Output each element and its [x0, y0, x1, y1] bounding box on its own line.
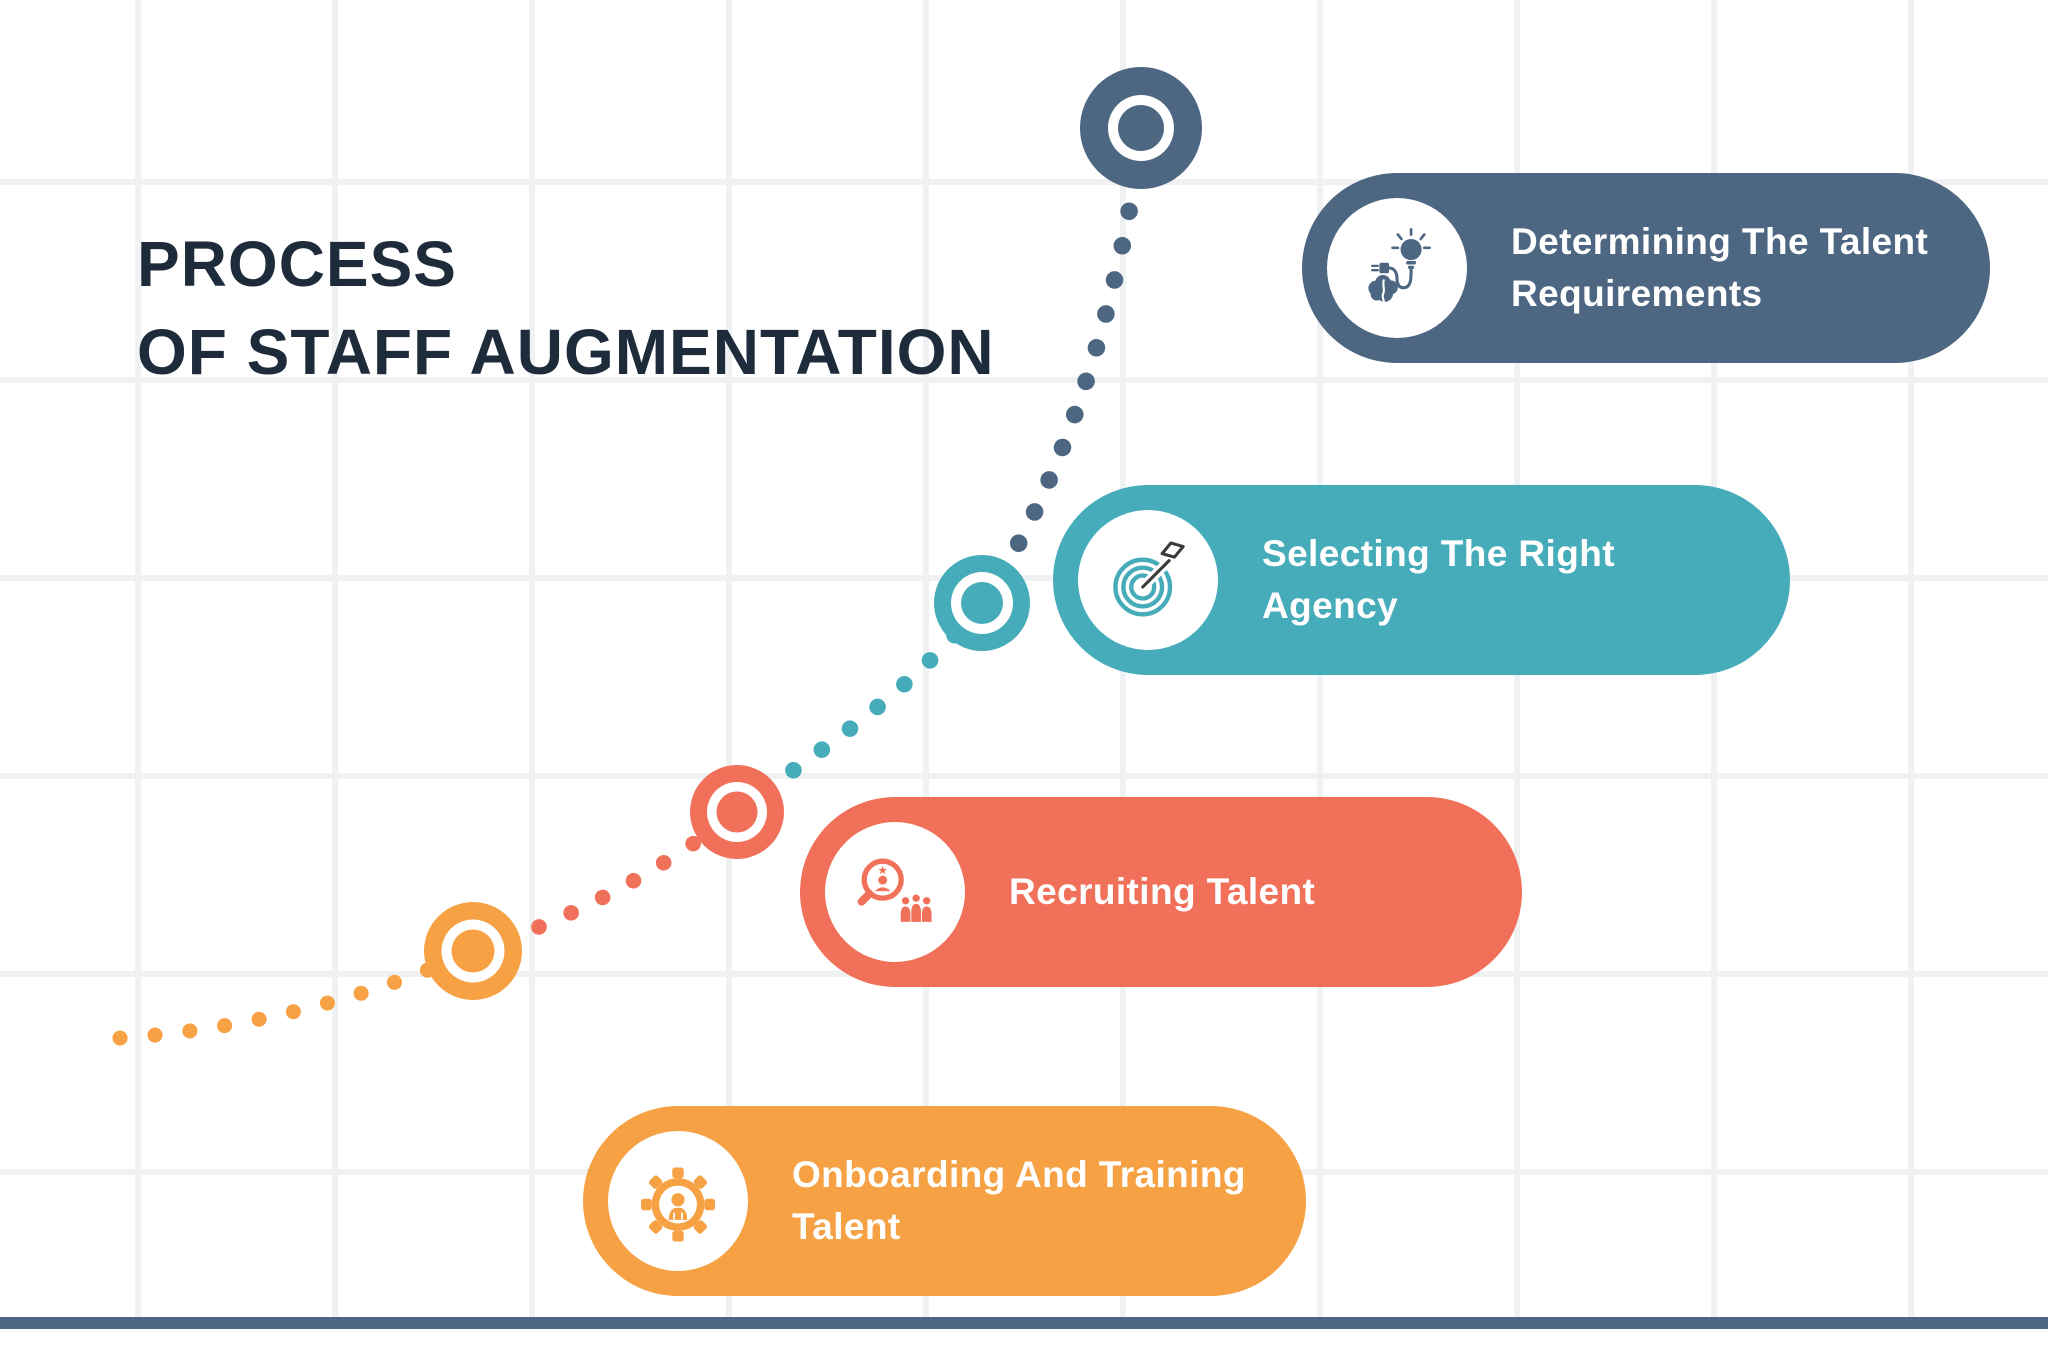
- curve-segment-teal: [728, 594, 991, 821]
- step-label: Selecting The Right Agency: [1262, 533, 1615, 626]
- page-title: PROCESS OF STAFF AUGMENTATION: [137, 220, 995, 396]
- step-pill-selecting-right-agency: Selecting The Right Agency: [1053, 485, 1790, 675]
- icon-circle: [1327, 198, 1467, 338]
- step-label: Onboarding And Training Talent: [792, 1154, 1246, 1247]
- bottom-bar: [0, 1317, 2048, 1329]
- milestone-marker-onboarding: [424, 902, 522, 1000]
- talent-search-icon: [857, 858, 932, 922]
- brain-plug-bulb-icon: [1368, 227, 1431, 303]
- icon-circle: [1078, 510, 1218, 650]
- icon-circle: [825, 822, 965, 962]
- page-title-line2: OF STAFF AUGMENTATION: [137, 316, 995, 388]
- step-pill-onboarding-training-talent: Onboarding And Training Talent: [583, 1106, 1306, 1296]
- milestone-marker-recruiting: [690, 765, 784, 859]
- curve-segment-orange: [112, 943, 481, 1046]
- milestone-marker-determining: [1080, 67, 1202, 189]
- step-label: Recruiting Talent: [1009, 871, 1316, 912]
- icon-circle: [608, 1131, 748, 1271]
- gear-person-icon: [641, 1167, 715, 1242]
- step-label: Determining The Talent Requirements: [1511, 221, 1929, 314]
- page-title-line1: PROCESS: [137, 228, 457, 300]
- step-pill-determining-talent-requirements: Determining The Talent Requirements: [1302, 173, 1990, 363]
- step-pill-recruiting-talent: Recruiting Talent: [800, 797, 1522, 987]
- milestone-marker-selecting: [934, 555, 1030, 651]
- curve-segment-slate: [973, 186, 1141, 612]
- target-dart-icon: [1113, 541, 1185, 617]
